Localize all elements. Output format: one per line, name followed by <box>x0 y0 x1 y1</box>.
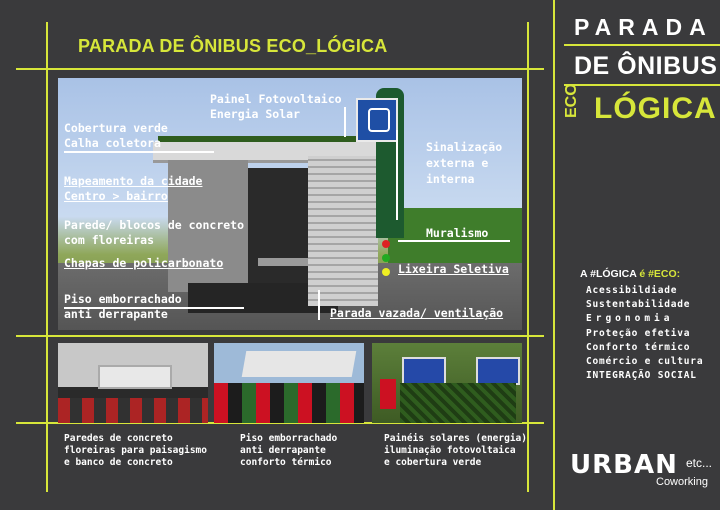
page-title: PARADA DE ÔNIBUS ECO_LÓGICA <box>78 36 388 56</box>
red-bin-icon <box>382 240 390 248</box>
green-roof <box>158 136 398 144</box>
yellow-bin-icon <box>382 268 390 276</box>
concrete-wall <box>168 160 248 292</box>
guide-line <box>16 422 544 424</box>
list-item: Proteção efetiva <box>586 327 691 339</box>
side-title-parada: PARADA <box>574 14 713 40</box>
list-item: Comércio e cultura <box>586 356 704 368</box>
bus-icon <box>368 108 390 132</box>
bus-sign <box>356 98 398 142</box>
list-item: INTEGRAÇÃO SOCIAL <box>586 370 697 382</box>
perforated-wall <box>308 156 378 306</box>
list-item: Ergonomia <box>586 313 674 325</box>
solar-panel <box>402 357 446 385</box>
panel-rubber-floor <box>214 343 364 423</box>
caption-solar: Painéis solares (energia) iluminação fot… <box>384 433 527 468</box>
list-item: Acessibildiade <box>586 285 678 296</box>
guide-line <box>527 22 529 492</box>
guide-line <box>16 68 544 70</box>
list-heading: A #LÓGICA é #ECO: <box>580 268 681 280</box>
label-muralismo: Muralismo <box>426 226 489 240</box>
label-parede: Parede/ blocos de concreto com floreiras <box>64 218 245 247</box>
benefits-list: Acessibildiade Sustentabilidade Ergonomi… <box>586 284 703 383</box>
caption-walls: Paredes de concreto floreiras para paisa… <box>64 433 207 468</box>
solar-panel <box>476 357 520 385</box>
side-title-onibus: DE ÔNIBUS <box>574 52 718 80</box>
label-painel: Painel Fotovoltaico Energia Solar <box>210 92 342 121</box>
label-chapas: Chapas de policarbonato <box>64 256 224 270</box>
caption-floor: Piso emborrachado anti derrapante confor… <box>240 433 338 468</box>
label-sinalizacao: Sinalização externa e interna <box>426 140 503 186</box>
guide-line <box>46 22 48 492</box>
label-lixeira: Lixeira Seletiva <box>398 262 509 276</box>
side-title-logica: LÓGICA <box>594 92 717 125</box>
urban-logo: URBAN etc... Coworking <box>570 450 713 488</box>
guide-line <box>553 0 555 510</box>
side-title-eco: ECO <box>563 83 580 118</box>
bench <box>258 258 308 266</box>
list-item: Sustentabilidade <box>586 299 691 311</box>
list-item: Conforto térmico <box>586 341 691 353</box>
panel-concrete-walls <box>58 343 208 423</box>
green-bin-icon <box>382 254 390 262</box>
label-parada: Parada vazada/ ventilação <box>330 306 504 320</box>
label-mapeamento: Mapeamento da cidade Centro > bairro <box>64 174 203 203</box>
back-panel <box>248 168 308 288</box>
guide-line <box>16 335 544 337</box>
panel-solar <box>372 343 522 423</box>
bus-stop-render <box>58 78 522 330</box>
label-cobertura: Cobertura verde Calha coletora <box>64 121 168 150</box>
label-piso: Piso emborrachado anti derrapante <box>64 292 182 321</box>
